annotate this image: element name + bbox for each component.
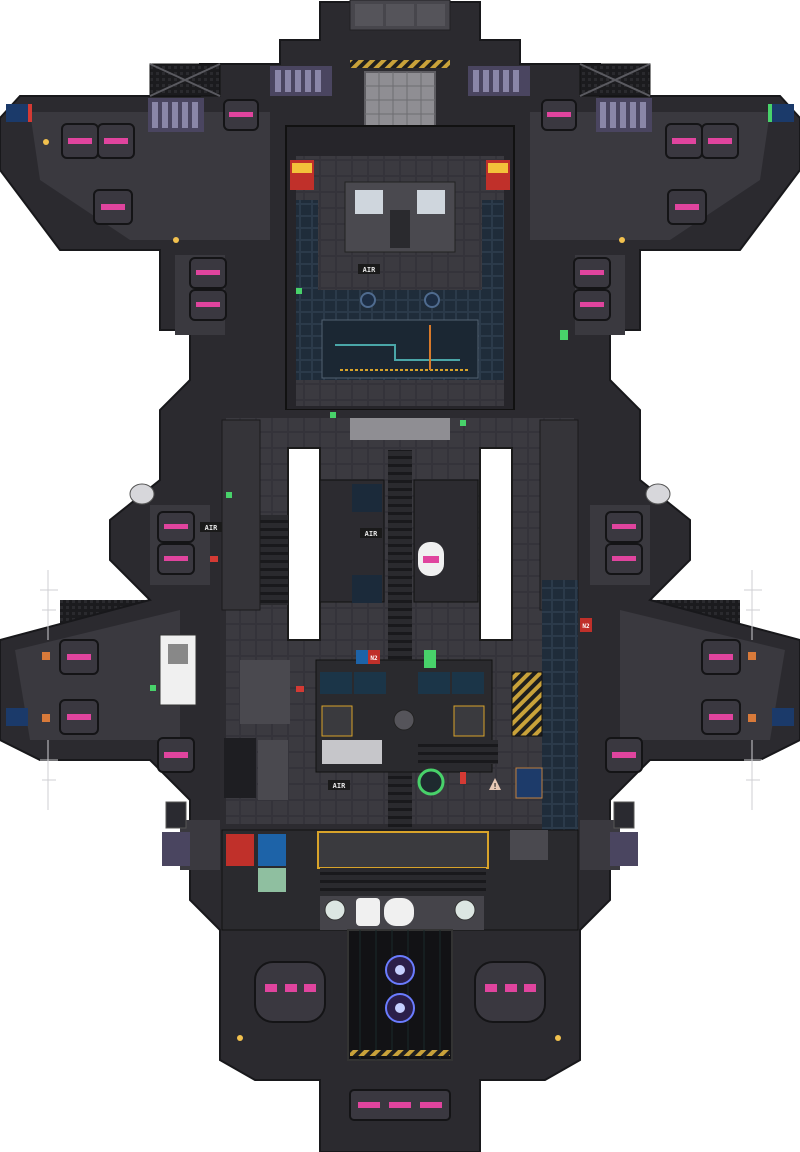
top-structure	[148, 63, 652, 132]
n2-label-right: N2	[582, 623, 590, 630]
air-label-lower: AIR	[333, 782, 346, 790]
warning-sign: !	[493, 782, 498, 791]
printed-labels: AIR AIR AIR AIR N2 N2 !	[200, 264, 592, 791]
side-fixtures	[6, 104, 794, 866]
air-label-center: AIR	[365, 530, 378, 538]
indicator-lights	[28, 104, 772, 1041]
air-label-bridge: AIR	[363, 266, 376, 274]
bridge	[285, 125, 515, 411]
lower-control	[159, 634, 543, 800]
engine-cluster	[59, 99, 741, 1121]
nose-section	[349, 0, 451, 143]
n2-label-center: N2	[370, 655, 378, 662]
reactor-room	[347, 929, 453, 1061]
lower-deck	[221, 829, 579, 931]
central-deck	[220, 410, 580, 890]
air-label-left: AIR	[205, 524, 218, 532]
